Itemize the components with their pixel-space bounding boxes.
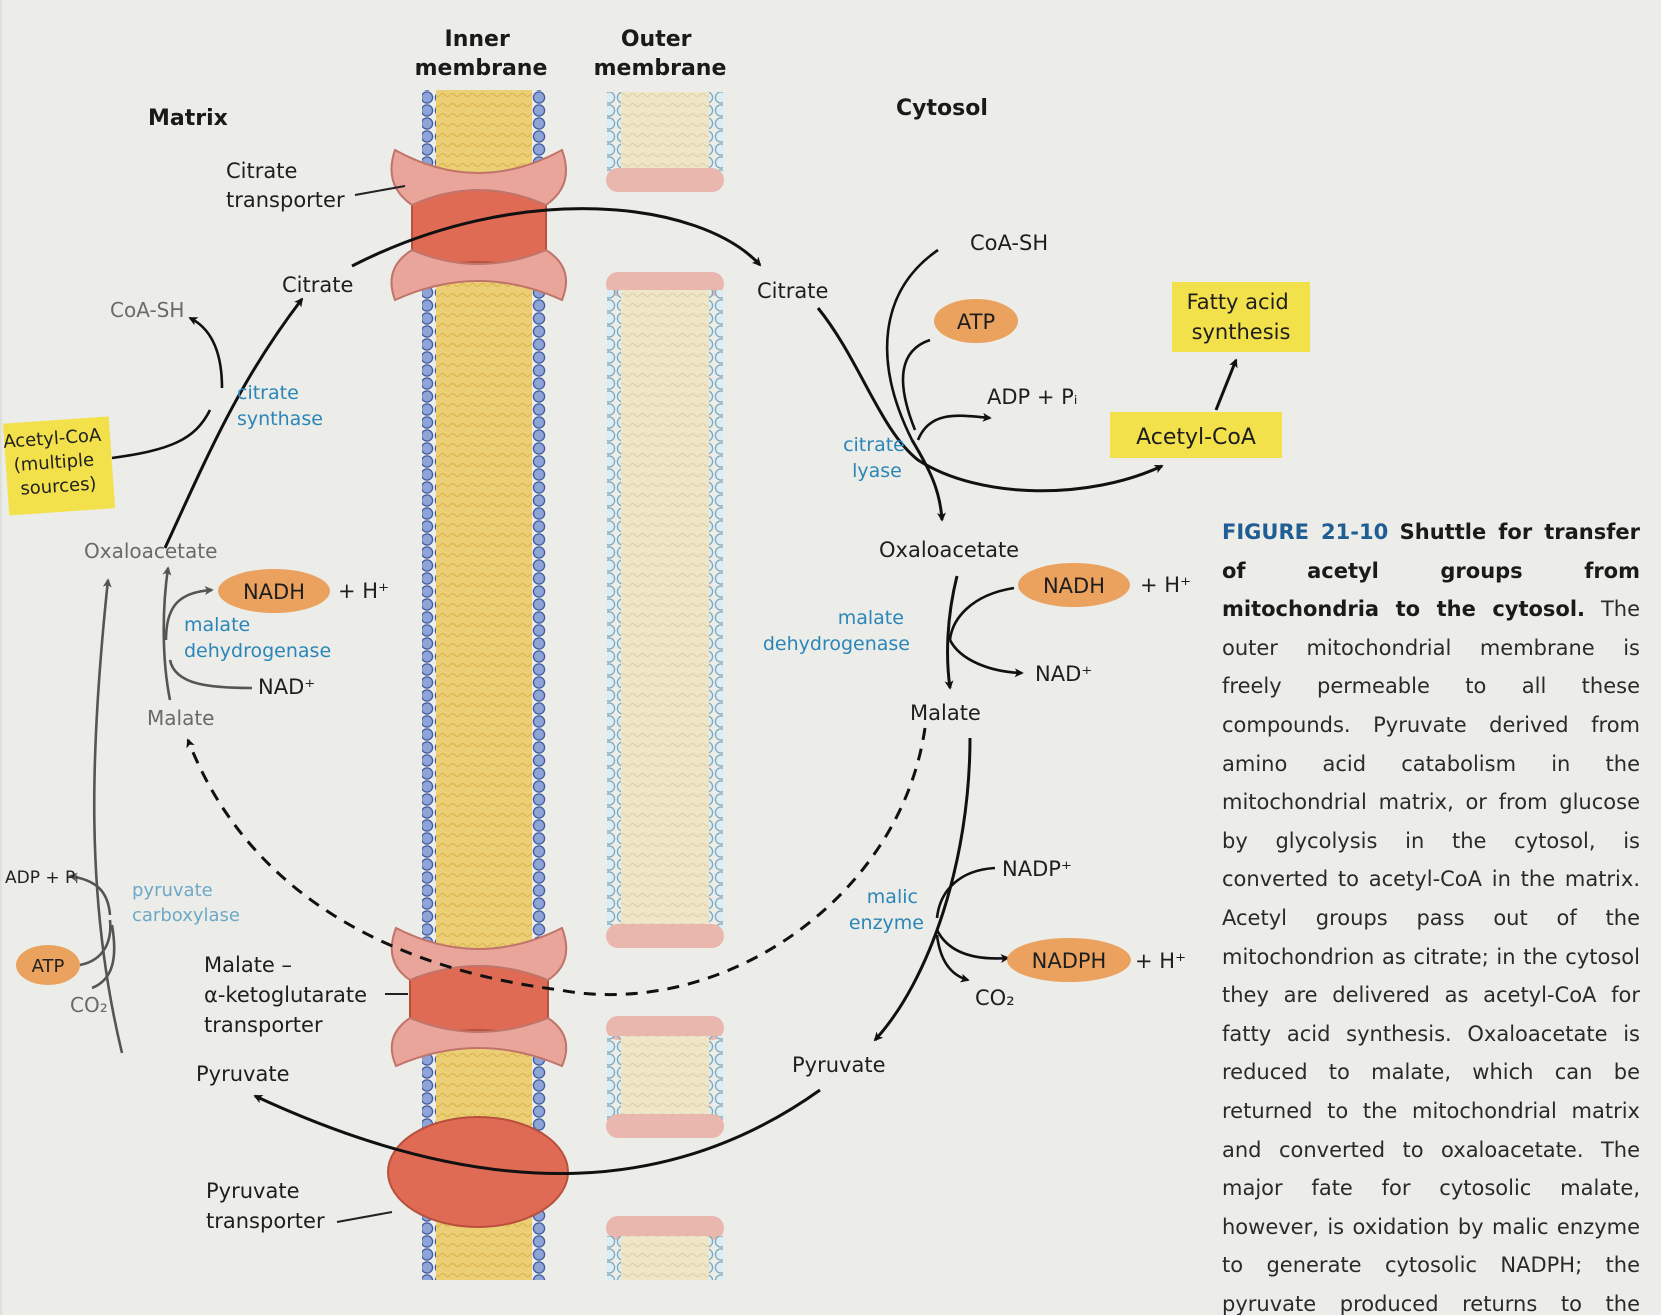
cyt-nadp-plus: NADP⁺ bbox=[1002, 857, 1072, 881]
pyruvate-carboxylase-label: pyruvate carboxylase bbox=[132, 880, 240, 926]
mat-malate-dehydrogenase-label: malate dehydrogenase bbox=[184, 614, 331, 662]
nadph-out-arrow bbox=[935, 929, 1010, 964]
cyt-nad-out-arrow bbox=[948, 639, 1024, 678]
cyt-malate: Malate bbox=[910, 701, 981, 725]
region-headers: Inner membrane Outer membrane Matrix Cyt… bbox=[148, 27, 988, 131]
citrate-transporter-leader bbox=[354, 185, 406, 196]
inner-membrane-label: Inner membrane bbox=[415, 27, 548, 81]
adp-out-arrow bbox=[916, 412, 992, 441]
pyruvate-transporter-label: Pyruvate transporter bbox=[206, 1179, 325, 1233]
svg-text:NADH: NADH bbox=[1043, 574, 1105, 598]
citrate-synthase-label: citrate synthase bbox=[237, 382, 323, 430]
pathway-arrows bbox=[111, 207, 1238, 1176]
cyt-nad-plus: NAD⁺ bbox=[1035, 662, 1092, 686]
cytosol-side: Citrate CoA-SH ATP ADP + Pᵢ citrate lyas… bbox=[757, 231, 1310, 1077]
coash-in-arrow bbox=[885, 248, 939, 441]
svg-text:NADH: NADH bbox=[243, 580, 305, 604]
cyt-citrate: Citrate bbox=[757, 279, 828, 303]
svg-text:ATP: ATP bbox=[32, 956, 65, 977]
pyruvate-import-arrow bbox=[253, 1088, 821, 1176]
mat-atp-pill: ATP bbox=[16, 945, 80, 985]
outer-membrane-label: Outer membrane bbox=[594, 27, 727, 81]
cyt-co2: CO₂ bbox=[975, 986, 1015, 1010]
cyt-nadph-pill: NADPH bbox=[1007, 938, 1131, 982]
cyt-oxaloacetate: Oxaloacetate bbox=[879, 538, 1019, 562]
lyase-to-oxaloacetate-arrow bbox=[910, 439, 947, 522]
cyt-pyruvate: Pyruvate bbox=[792, 1053, 886, 1077]
malate-export-dashed-arrow bbox=[186, 727, 927, 996]
mat-adp-pi: ADP + Pᵢ bbox=[5, 868, 78, 888]
acetyl-coa-sources-box: Acetyl-CoA (multiple sources) bbox=[3, 416, 116, 516]
outer-membrane bbox=[606, 92, 724, 1280]
mat-coa-sh: CoA-SH bbox=[110, 298, 184, 322]
svg-text:Fatty acid synthesis: Fatty acid synthesis bbox=[1187, 290, 1296, 344]
figure-number: FIGURE 21-10 bbox=[1222, 520, 1389, 544]
matrix-label: Matrix bbox=[148, 106, 228, 131]
coash-out-arrow bbox=[188, 316, 224, 389]
nadp-in-arrow bbox=[935, 866, 996, 919]
mat-oxaloacetate: Oxaloacetate bbox=[84, 539, 217, 563]
pyruvate-transporter-leader bbox=[336, 1211, 393, 1223]
malic-enzyme-arrow bbox=[873, 737, 972, 1042]
citrate-synthase-arrow bbox=[163, 297, 304, 549]
mat-malate-to-oxaloacetate-arrow bbox=[162, 566, 172, 701]
mat-citrate: Citrate bbox=[282, 273, 353, 297]
svg-text:NADPH: NADPH bbox=[1032, 949, 1107, 973]
acetylcoa-in-arrow bbox=[111, 409, 212, 460]
citrate-transporter-protein bbox=[390, 148, 567, 302]
cyt-coa-sh: CoA-SH bbox=[970, 231, 1048, 255]
cyt-adp-pi: ADP + Pᵢ bbox=[987, 385, 1078, 409]
cytosol-label: Cytosol bbox=[896, 96, 988, 121]
mat-co2-in-arrow bbox=[91, 924, 116, 990]
pyruvate-carboxylase-arrow bbox=[92, 578, 124, 1054]
mat-h-plus: + H⁺ bbox=[338, 579, 389, 603]
figure-caption: FIGURE 21-10 Shuttle for transfer of ace… bbox=[1222, 513, 1640, 1315]
cyt-acetyl-coa-box: Acetyl-CoA bbox=[1110, 412, 1282, 458]
mat-nad-in-arrow bbox=[168, 659, 253, 690]
cyt-nadh-in-arrow bbox=[948, 586, 1015, 641]
figure-body: The outer mitochondrial membrane is free… bbox=[1222, 597, 1640, 1315]
mat-malate: Malate bbox=[147, 706, 214, 730]
svg-text:ATP: ATP bbox=[957, 310, 995, 334]
mat-nadh-pill: NADH bbox=[218, 569, 330, 613]
acetylcoa-to-fas-arrow bbox=[1214, 358, 1238, 411]
malic-enzyme-label: malic enzyme bbox=[849, 886, 924, 934]
fatty-acid-synthesis-box: Fatty acid synthesis bbox=[1172, 282, 1310, 352]
mat-adp-out-arrow bbox=[68, 872, 112, 916]
co2-out-arrow bbox=[935, 934, 970, 983]
cyt-malate-dehydrogenase-label: malate dehydrogenase bbox=[763, 607, 910, 655]
cyt-nadh-pill: NADH bbox=[1018, 563, 1130, 607]
mat-nadh-out-arrow bbox=[164, 585, 214, 641]
citrate-lyase-label: citrate lyase bbox=[843, 434, 911, 482]
matrix-gray-arrows bbox=[68, 566, 253, 1054]
atp-in-arrow bbox=[901, 338, 931, 431]
malate-akg-transporter-label: Malate – α-ketoglutarate transporter bbox=[204, 953, 374, 1037]
cyt-h-plus-1: + H⁺ bbox=[1140, 573, 1191, 597]
citrate-transporter-label: Citrate transporter bbox=[226, 159, 345, 212]
cyt-h-plus-2: + H⁺ bbox=[1135, 949, 1186, 973]
mat-nad-plus: NAD⁺ bbox=[258, 675, 315, 699]
citrate-export-arrow bbox=[351, 207, 762, 268]
mat-pyruvate: Pyruvate bbox=[196, 1062, 290, 1086]
cyt-oxaloacetate-to-malate-arrow bbox=[944, 575, 959, 690]
malate-akg-transporter-protein bbox=[390, 926, 568, 1068]
figure-title: Shuttle for transfer of acetyl groups fr… bbox=[1222, 520, 1640, 622]
svg-text:Acetyl-CoA: Acetyl-CoA bbox=[1136, 425, 1256, 450]
cyt-atp-pill: ATP bbox=[934, 299, 1018, 343]
matrix-side: Citrate CoA-SH citrate synthase Acetyl-C… bbox=[3, 273, 390, 1086]
mat-co2: CO₂ bbox=[70, 993, 108, 1017]
mat-atp-in-arrow bbox=[79, 919, 112, 967]
